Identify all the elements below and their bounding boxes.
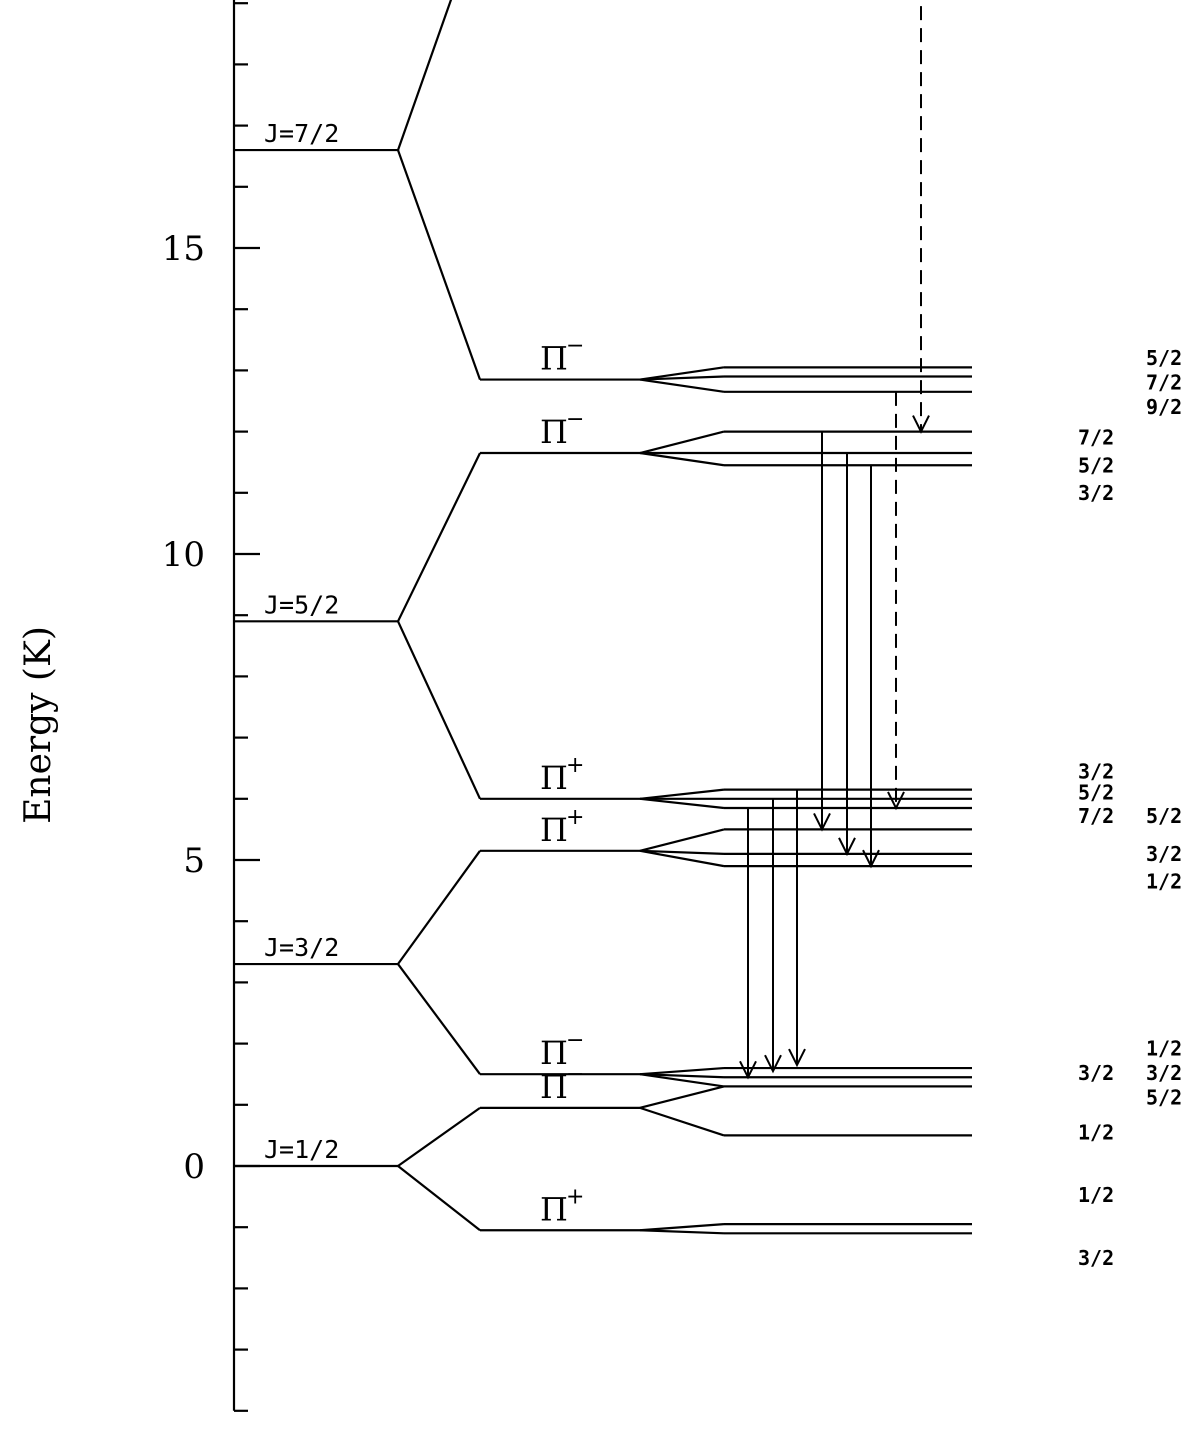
split-connector: [396, 149, 482, 380]
parity-sign: −: [566, 407, 584, 432]
hyperfine-f-label: 7/2: [1078, 804, 1114, 828]
parity-sign: −: [566, 1062, 584, 1087]
transitions: [739, 0, 930, 1080]
arrow-head: [788, 1048, 806, 1068]
arrow-head: [739, 1060, 757, 1080]
parity-sign: +: [566, 1184, 584, 1209]
hyperfine-connector: [639, 828, 725, 852]
hyperfine-connector: [639, 797, 725, 810]
hyperfine-connector: [639, 430, 725, 455]
j-states: J=7/2J=5/2J=3/2J=1/2: [234, 119, 398, 1168]
y-axis-label: Energy (K): [18, 626, 59, 824]
hyperfine-connector: [639, 1229, 725, 1235]
hyperfine-connector: [639, 1073, 725, 1079]
split-connector: [397, 1106, 481, 1167]
y-axis-ticks: 05101520: [162, 2, 260, 1412]
j-level-label: J=5/2: [264, 590, 339, 619]
hyperfine-connector: [639, 849, 725, 868]
hyperfine-f-label: 5/2: [1146, 346, 1182, 370]
split-connector: [396, 0, 453, 151]
parity-sign: −: [566, 334, 584, 359]
parity-label: Π: [540, 340, 568, 378]
arrow-head: [813, 812, 831, 832]
split-connector: [397, 452, 481, 622]
j-level-label: J=1/2: [264, 1135, 339, 1164]
hyperfine-connector: [639, 1073, 725, 1088]
hyperfine-f-label: 7/2: [1146, 371, 1182, 395]
parity-label: Π: [540, 811, 568, 849]
tick-label: 15: [162, 229, 205, 269]
hyperfine-f-label: 3/2: [1078, 481, 1114, 505]
hyperfine-f-label: 3/2: [1078, 1246, 1114, 1270]
hyperfine-f-label: 1/2: [1078, 1183, 1114, 1207]
hyperfine-f-label: 9/2: [1146, 395, 1182, 419]
parity-label: Π: [540, 1190, 568, 1228]
parity-label: Π: [540, 1034, 568, 1072]
parity-label: Π: [540, 1068, 568, 1106]
hyperfine-connector: [639, 1066, 725, 1076]
hyperfine-connector: [639, 849, 725, 855]
hyperfine-connector: [639, 375, 725, 381]
hyperfine-f-label: 5/2: [1146, 804, 1182, 828]
hyperfine-connector: [639, 1223, 725, 1232]
hyperfine-f-label: 3/2: [1146, 1061, 1182, 1085]
hyperfine-f-label: 1/2: [1146, 869, 1182, 893]
hyperfine-f-label: 7/2: [1078, 426, 1114, 450]
hyperfine-f-label: 1/2: [1146, 1036, 1182, 1060]
parity-sign: −: [566, 1028, 584, 1053]
hyperfine-f-label: 1/2: [1078, 1120, 1114, 1144]
parity-states: Π+Π−Π−Π+Π+Π−Π−Π+: [396, 0, 640, 1232]
hyperfine-f-label: 5/2: [1146, 1085, 1182, 1109]
tick-label: 10: [162, 535, 205, 575]
split-connector: [397, 963, 481, 1075]
hyperfine-f-label: 3/2: [1078, 1061, 1114, 1085]
hyperfine-connector: [639, 1085, 725, 1109]
parity-sign: +: [566, 805, 584, 830]
hyperfine-f-label: 5/2: [1078, 781, 1114, 805]
arrow-head: [887, 791, 905, 811]
hyperfine-levels: 9/27/25/25/27/29/27/25/23/23/25/27/25/23…: [639, 346, 1182, 1270]
hyperfine-f-label: 3/2: [1078, 759, 1114, 783]
hyperfine-connector: [639, 366, 725, 381]
arrow-head: [838, 837, 856, 857]
parity-label: Π: [540, 759, 568, 797]
j-level-label: J=3/2: [264, 933, 339, 962]
tick-label: 5: [183, 841, 205, 881]
tick-label: 0: [183, 1147, 205, 1187]
split-connector: [397, 850, 481, 965]
split-connector: [397, 1165, 481, 1232]
hyperfine-f-label: 5/2: [1078, 453, 1114, 477]
split-connector: [397, 620, 481, 800]
hyperfine-connector: [639, 451, 725, 467]
hyperfine-connector: [639, 378, 725, 393]
arrow-head: [912, 415, 930, 434]
hyperfine-f-label: 3/2: [1146, 842, 1182, 866]
hyperfine-connector: [639, 1106, 725, 1137]
arrow-head: [764, 1054, 782, 1074]
parity-sign: +: [566, 753, 584, 778]
arrow-head: [862, 849, 880, 869]
hyperfine-connector: [639, 788, 725, 800]
parity-label: Π: [540, 413, 568, 451]
j-level-label: J=7/2: [264, 119, 339, 148]
